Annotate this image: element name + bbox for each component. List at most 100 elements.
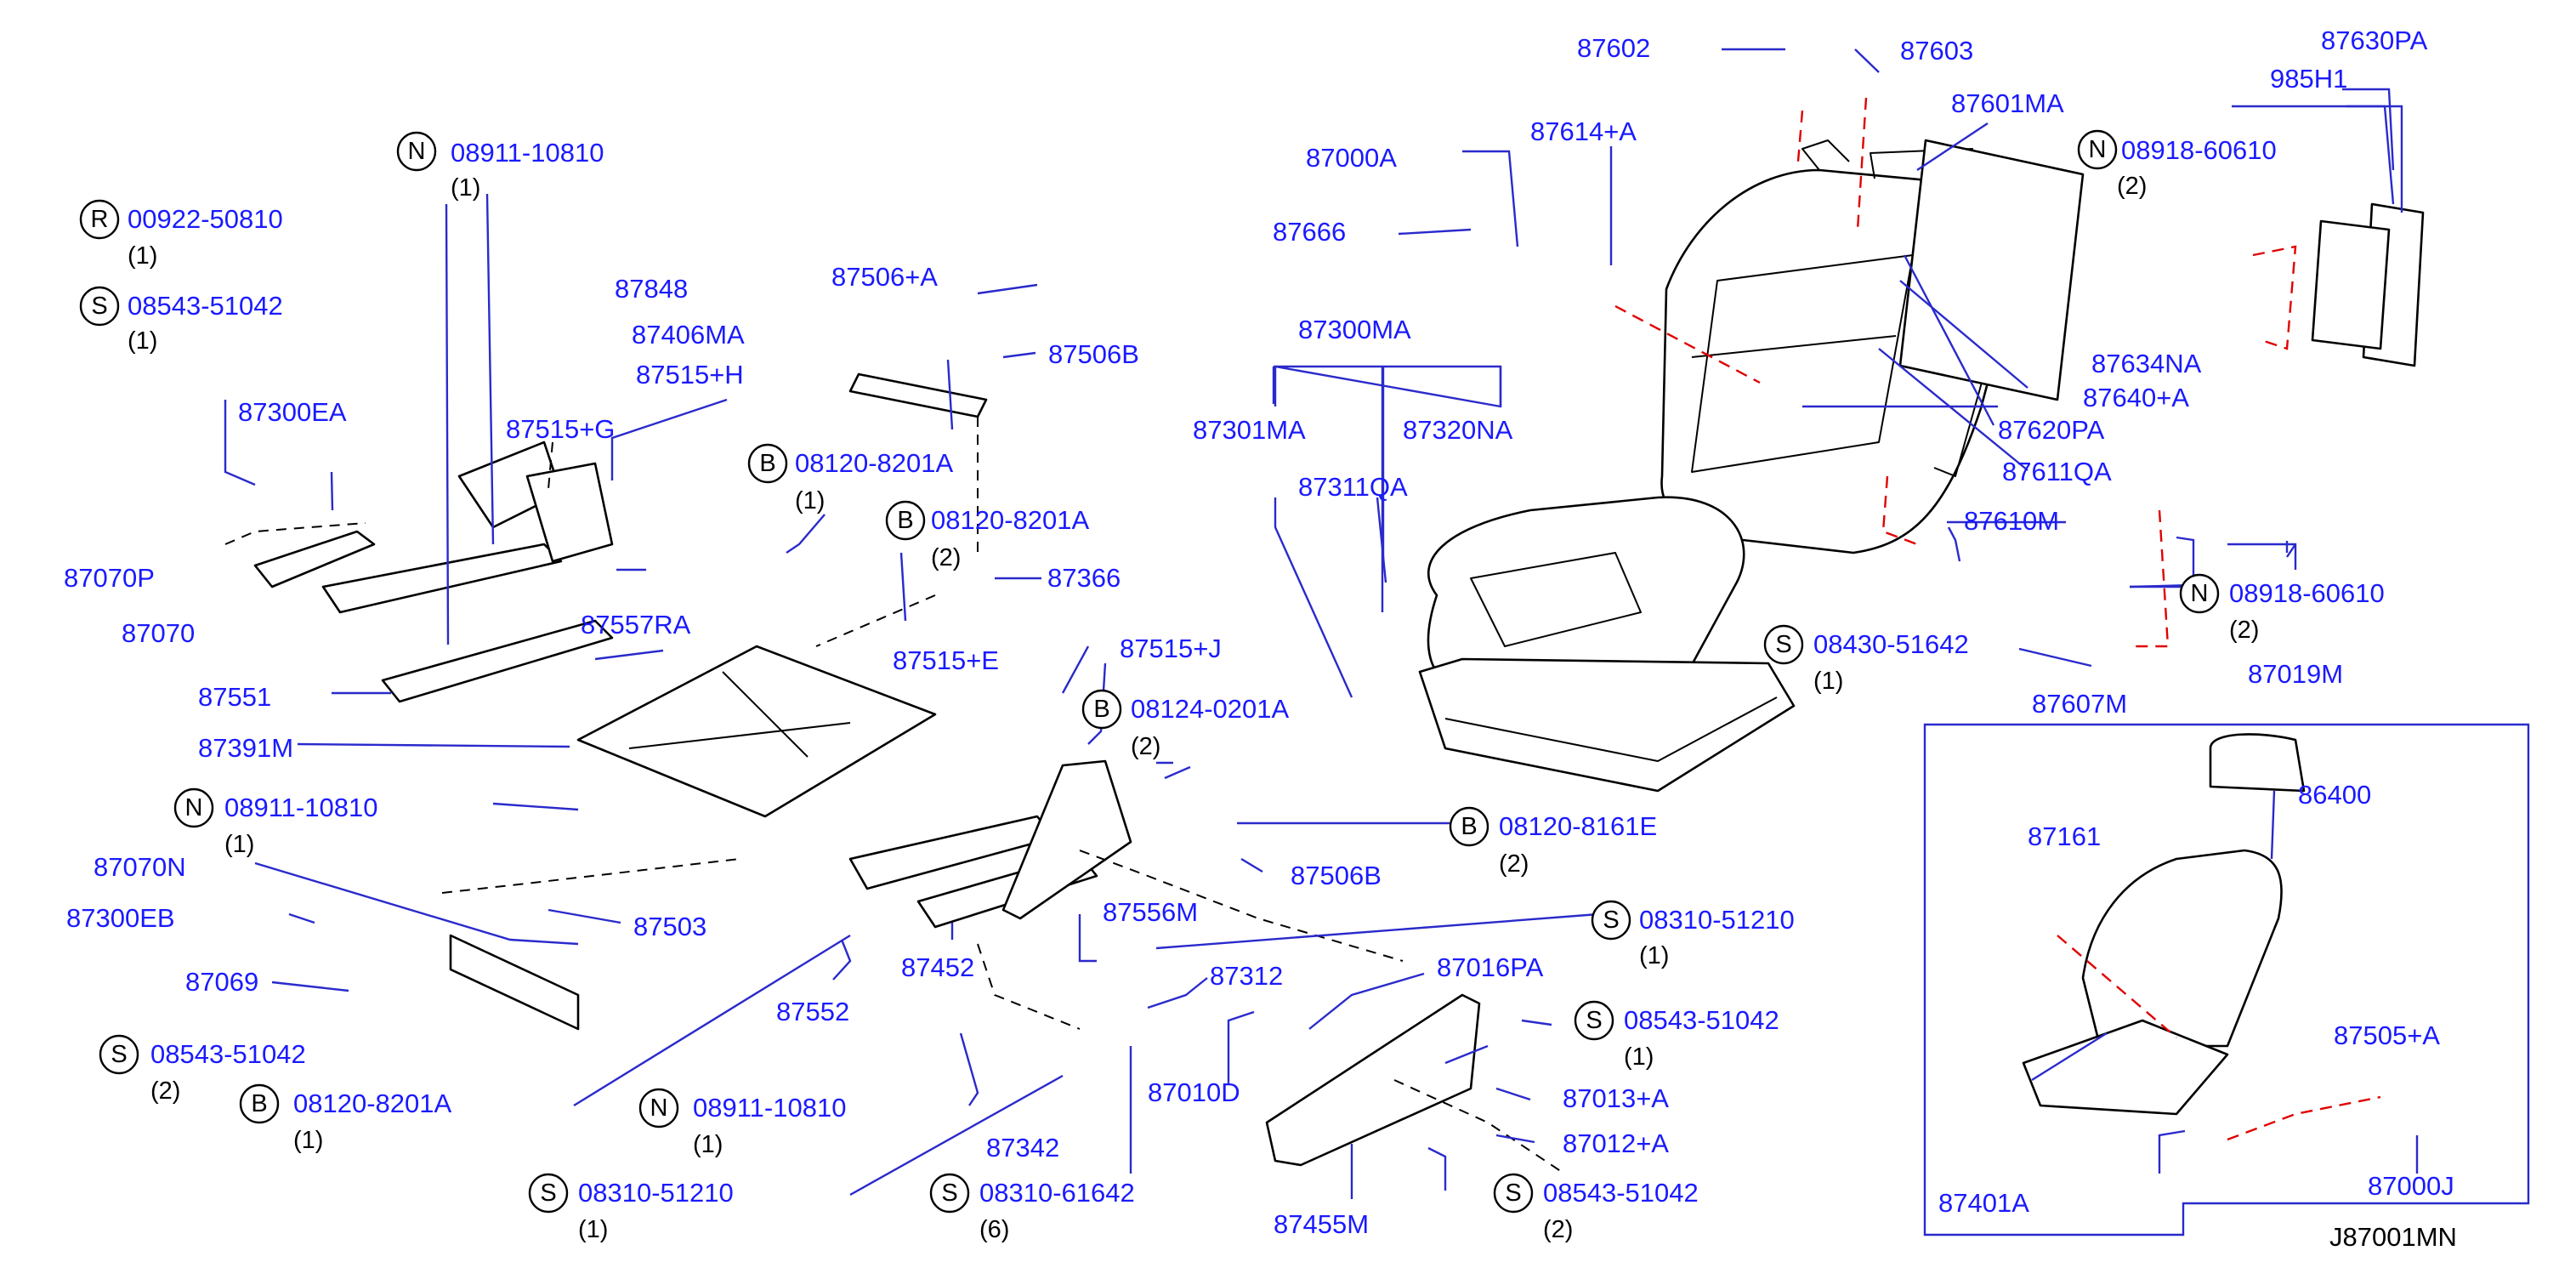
label-87515E[interactable]: 87515+E xyxy=(893,645,999,675)
label-08918-60610-b[interactable]: 08918-60610 xyxy=(2229,578,2385,608)
label-87603[interactable]: 87603 xyxy=(1900,36,1973,65)
qty-08310-b: (1) xyxy=(578,1216,608,1243)
qty-08120-a: (1) xyxy=(795,487,825,514)
label-08543-51042-a[interactable]: 08543-51042 xyxy=(128,291,283,321)
label-08310-61642[interactable]: 08310-61642 xyxy=(979,1178,1135,1208)
label-08543-51042-b[interactable]: 08543-51042 xyxy=(150,1039,306,1069)
prefix-08911-c: N xyxy=(638,1088,679,1128)
label-87311QA[interactable]: 87311QA xyxy=(1298,472,1408,502)
label-86400[interactable]: 86400 xyxy=(2298,780,2371,810)
label-87010D[interactable]: 87010D xyxy=(1148,1077,1240,1107)
label-87300EB[interactable]: 87300EB xyxy=(66,903,175,933)
label-87019M[interactable]: 87019M xyxy=(2248,659,2343,689)
label-87503[interactable]: 87503 xyxy=(633,912,706,941)
label-08430-51642[interactable]: 08430-51642 xyxy=(1813,629,1969,659)
label-87013A[interactable]: 87013+A xyxy=(1563,1083,1669,1113)
label-87366[interactable]: 87366 xyxy=(1047,563,1121,593)
label-08543-51042-d[interactable]: 08543-51042 xyxy=(1543,1178,1699,1208)
label-08911-10810-c[interactable]: 08911-10810 xyxy=(693,1093,846,1123)
label-08120-8201A-c[interactable]: 08120-8201A xyxy=(293,1089,451,1118)
label-87401A[interactable]: 87401A xyxy=(1938,1188,2029,1218)
label-87556M[interactable]: 87556M xyxy=(1103,897,1198,927)
label-08918-60610-top[interactable]: 08918-60610 xyxy=(2121,135,2277,165)
svg-text:S: S xyxy=(111,1041,127,1068)
label-87505A[interactable]: 87505+A xyxy=(2334,1020,2440,1050)
label-87630PA[interactable]: 87630PA xyxy=(2321,26,2428,55)
label-87000J[interactable]: 87000J xyxy=(2368,1171,2454,1201)
label-87301MA[interactable]: 87301MA xyxy=(1193,415,1306,445)
label-87070[interactable]: 87070 xyxy=(122,618,195,648)
qty-08543-b: (2) xyxy=(150,1077,180,1105)
label-87610M[interactable]: 87610M xyxy=(1964,506,2059,536)
label-08543-51042-c[interactable]: 08543-51042 xyxy=(1624,1005,1779,1035)
prefix-08310-b: S xyxy=(528,1173,569,1214)
qty-08911-b: (1) xyxy=(224,831,254,858)
label-87634NA[interactable]: 87634NA xyxy=(2091,349,2202,378)
label-87506B-bottom[interactable]: 87506B xyxy=(1291,861,1382,890)
label-87602[interactable]: 87602 xyxy=(1577,33,1650,63)
label-87601MA[interactable]: 87601MA xyxy=(1951,88,2064,118)
label-87611QA[interactable]: 87611QA xyxy=(2002,457,2112,486)
label-87515J[interactable]: 87515+J xyxy=(1120,634,1222,663)
label-00922-50810[interactable]: 00922-50810 xyxy=(128,204,283,234)
svg-text:S: S xyxy=(1586,1007,1602,1034)
label-87000A[interactable]: 87000A xyxy=(1306,143,1397,173)
right-rail-drawing xyxy=(848,759,1132,929)
part-drawings xyxy=(253,139,2425,1167)
label-87666[interactable]: 87666 xyxy=(1273,217,1346,247)
label-08120-8161E[interactable]: 08120-8161E xyxy=(1499,811,1657,841)
prefix-08911-b: N xyxy=(173,787,214,828)
label-87070P[interactable]: 87070P xyxy=(64,563,155,593)
quantity-labels: (2) (1) (1) (1) (1) (2) (2) (1) (2) (1) … xyxy=(128,173,2259,1243)
label-87320NA[interactable]: 87320NA xyxy=(1403,415,1513,445)
label-87557RA[interactable]: 87557RA xyxy=(581,610,691,640)
label-87614A[interactable]: 87614+A xyxy=(1530,117,1637,146)
svg-text:N: N xyxy=(650,1094,668,1122)
label-985H1[interactable]: 985H1 xyxy=(2270,64,2347,94)
label-87342[interactable]: 87342 xyxy=(986,1133,1059,1163)
label-87161[interactable]: 87161 xyxy=(2028,821,2101,851)
label-87391M[interactable]: 87391M xyxy=(198,733,293,763)
qty-08120-b: (2) xyxy=(931,544,961,571)
label-87515H[interactable]: 87515+H xyxy=(636,360,744,389)
left-rail-drawing xyxy=(253,441,614,703)
label-87640A[interactable]: 87640+A xyxy=(2083,383,2189,412)
label-87452[interactable]: 87452 xyxy=(901,952,974,982)
inset-seat-drawing xyxy=(2022,733,2306,1116)
svg-text:B: B xyxy=(1461,813,1477,840)
svg-text:B: B xyxy=(897,507,913,534)
label-08120-8201A-a[interactable]: 08120-8201A xyxy=(795,448,953,478)
label-87551[interactable]: 87551 xyxy=(198,682,271,712)
label-87312[interactable]: 87312 xyxy=(1210,961,1283,991)
label-87070N[interactable]: 87070N xyxy=(94,852,186,882)
label-87620PA[interactable]: 87620PA xyxy=(1998,415,2105,445)
label-87300EA[interactable]: 87300EA xyxy=(238,397,347,427)
label-87506A[interactable]: 87506+A xyxy=(831,262,938,292)
prefix-08120-b: B xyxy=(885,500,926,541)
label-87552[interactable]: 87552 xyxy=(776,997,849,1026)
label-87406MA[interactable]: 87406MA xyxy=(632,320,745,350)
label-87506B-top[interactable]: 87506B xyxy=(1048,339,1139,369)
label-87300MA[interactable]: 87300MA xyxy=(1298,315,1411,344)
label-08911-10810-b[interactable]: 08911-10810 xyxy=(224,793,377,822)
label-08310-51210-b[interactable]: 08310-51210 xyxy=(578,1178,734,1208)
prefix-08124: B xyxy=(1081,689,1122,730)
label-87069[interactable]: 87069 xyxy=(185,967,258,997)
label-87455M[interactable]: 87455M xyxy=(1274,1209,1369,1239)
prefix-08543-a: S xyxy=(79,286,120,327)
qty-08543-a: (1) xyxy=(128,327,157,355)
diagram-code: J87001MN xyxy=(2329,1222,2457,1252)
label-08120-8201A-b[interactable]: 08120-8201A xyxy=(931,505,1089,535)
label-87515G[interactable]: 87515+G xyxy=(506,414,615,444)
svg-text:S: S xyxy=(941,1180,957,1207)
label-08911-10810-a[interactable]: 08911-10810 xyxy=(451,138,604,168)
label-87848[interactable]: 87848 xyxy=(615,274,688,304)
part-number-labels: 87602 87603 87630PA 985H1 87601MA 87614+… xyxy=(64,26,2454,1239)
label-08310-51210-a[interactable]: 08310-51210 xyxy=(1639,905,1795,935)
svg-text:B: B xyxy=(759,450,775,477)
prefix-08918-top: N xyxy=(2077,129,2118,170)
label-87012A[interactable]: 87012+A xyxy=(1563,1128,1669,1158)
label-87016PA[interactable]: 87016PA xyxy=(1437,952,1544,982)
label-08124-0201A[interactable]: 08124-0201A xyxy=(1131,694,1289,724)
label-87607M[interactable]: 87607M xyxy=(2032,689,2127,719)
